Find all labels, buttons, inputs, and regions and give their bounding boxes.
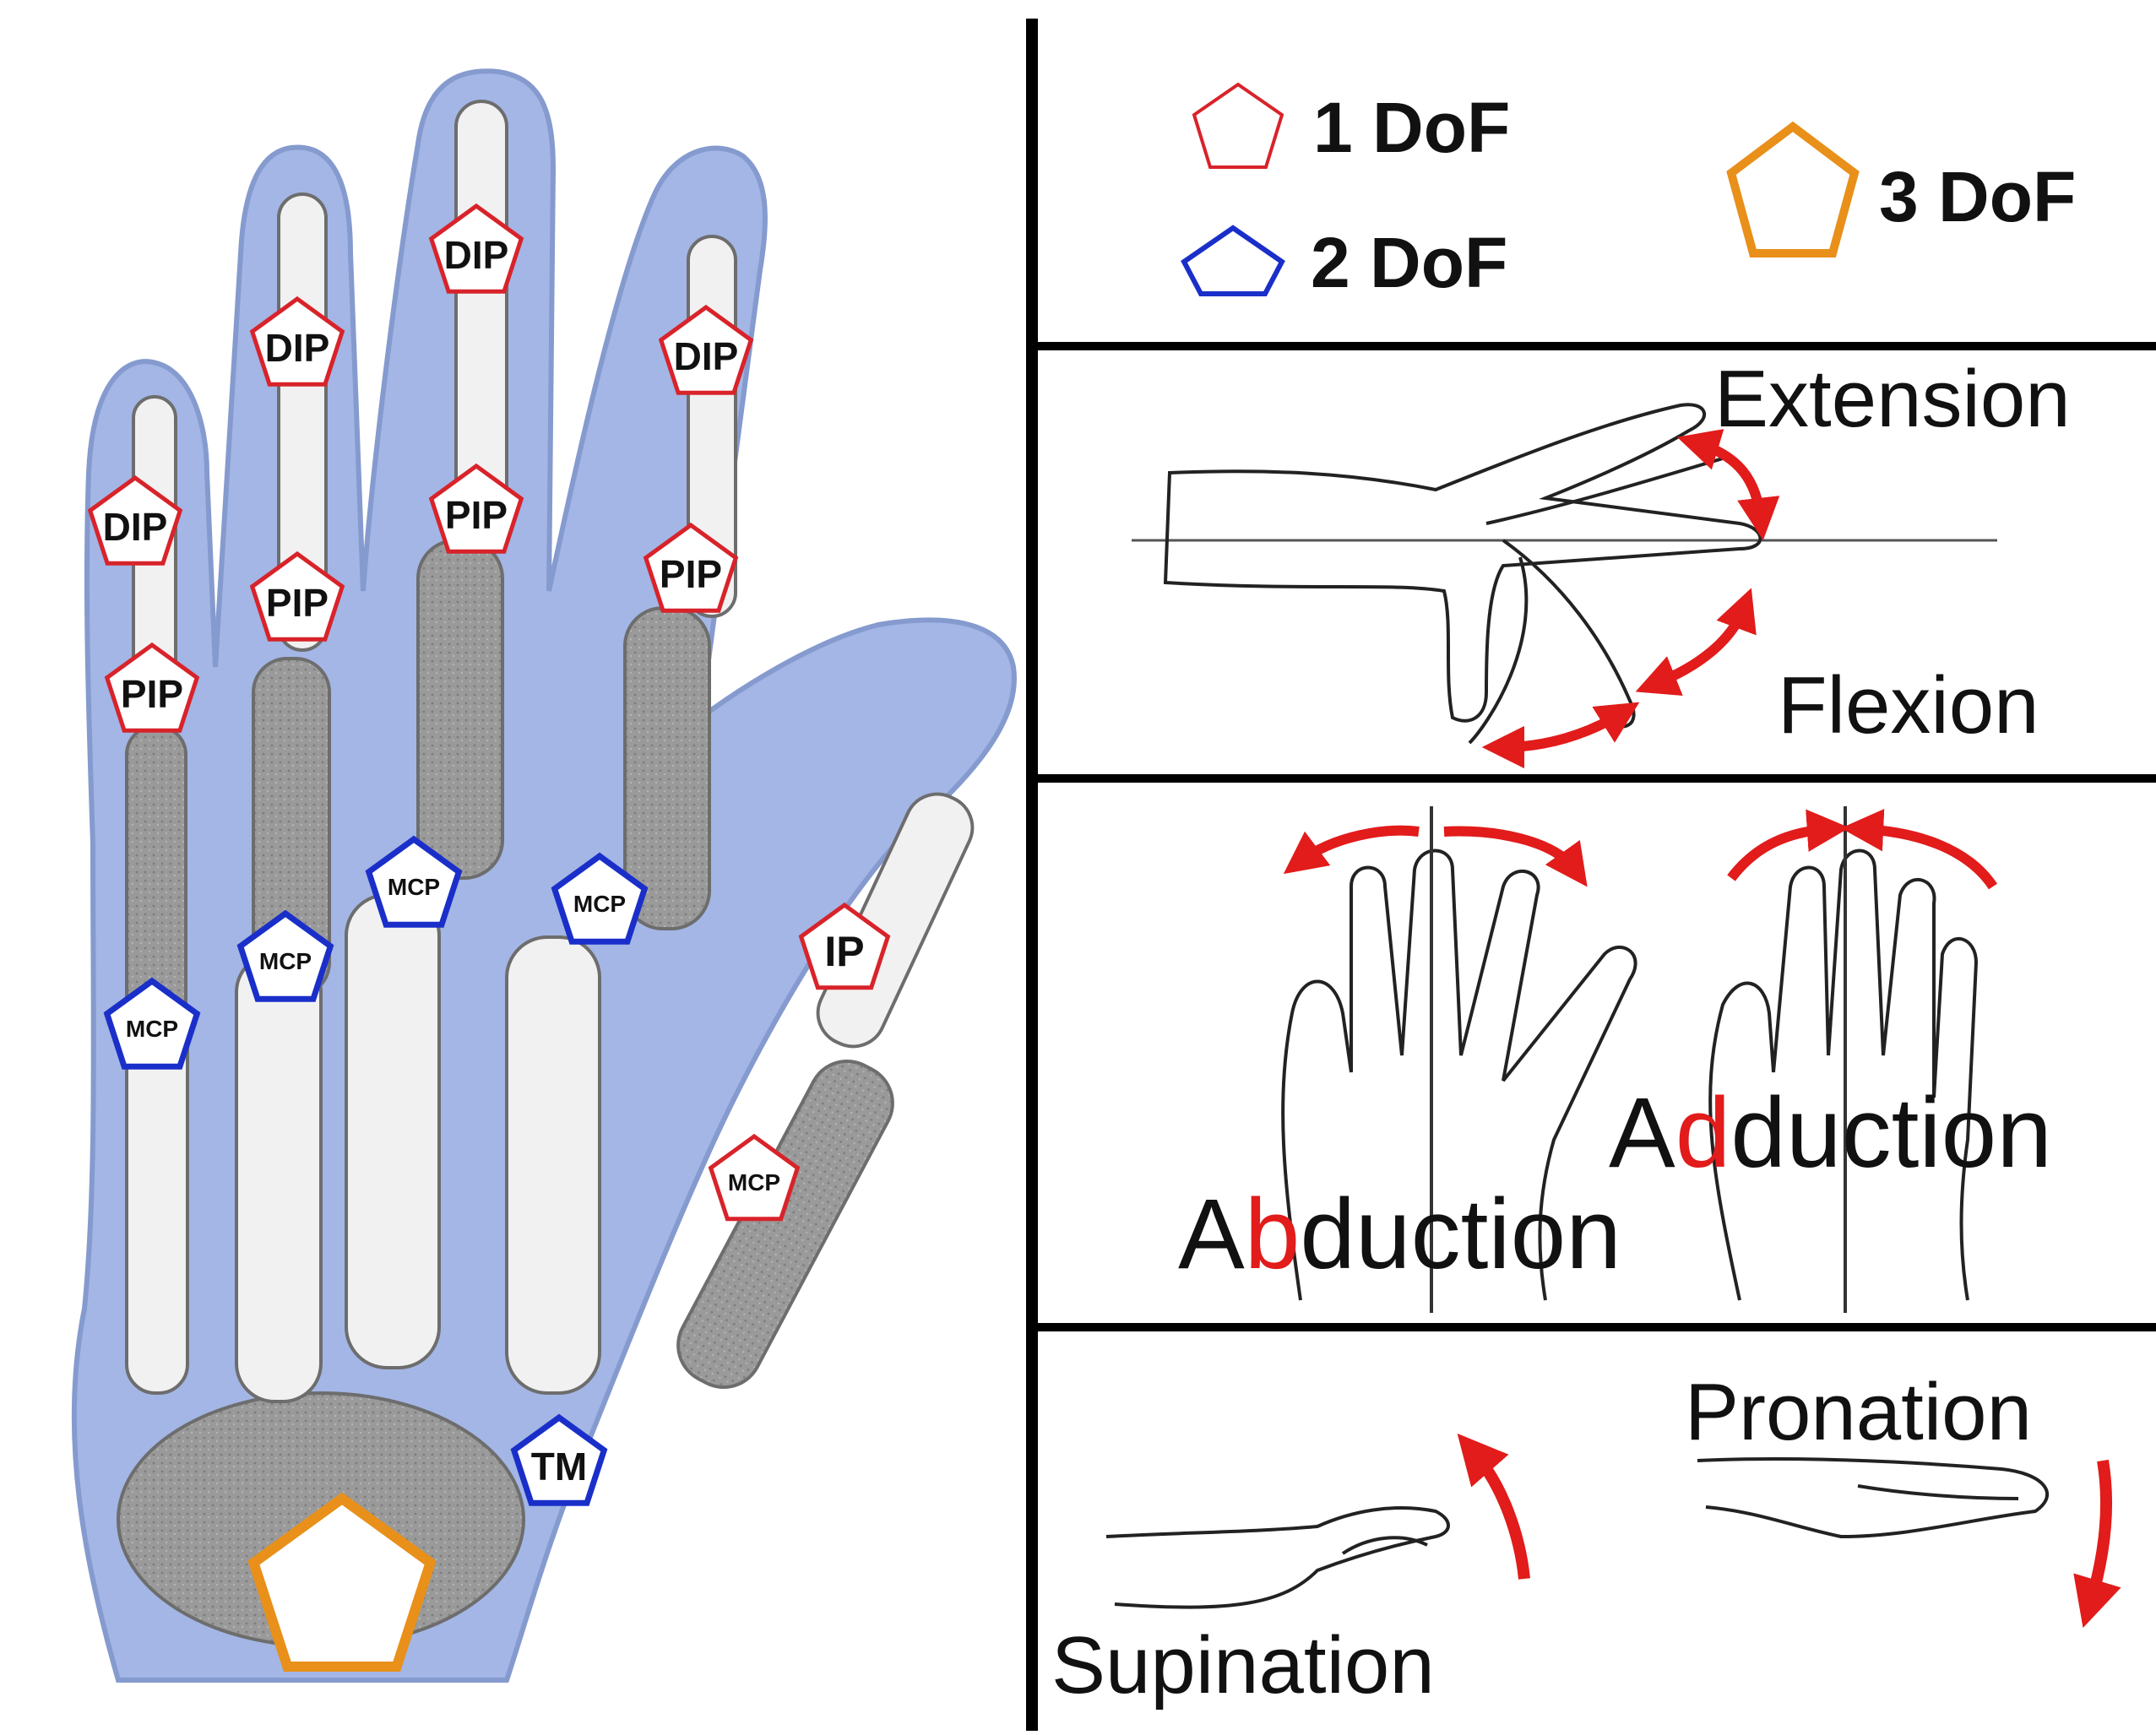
legend-2dof-pentagon: [1181, 225, 1285, 296]
pronation-arrow: [2073, 1459, 2121, 1629]
joint-marker-dip-0: [87, 474, 183, 566]
flexion-arrow-2: [1481, 702, 1640, 769]
joint-label-1: DIP: [265, 326, 330, 370]
joint-label-13: MCP: [728, 1169, 780, 1196]
joint-label-8: MCP: [126, 1016, 178, 1042]
abduction-arrow-left: [1283, 825, 1420, 875]
joint-label-7: PIP: [660, 552, 722, 596]
hand-illustration: DIP DIP DIP DIP PIP PIP PIP PIP MCP MCP MCP MCP IP MC…: [71, 68, 1017, 1683]
joint-label-9: MCP: [259, 948, 312, 974]
joint-marker-wrist-15: [247, 1492, 437, 1672]
joint-label-12: IP: [824, 928, 864, 975]
joint-marker-dip-3: [658, 304, 754, 395]
joint-marker-dip-1: [249, 295, 345, 387]
pronation-hand-sketch: [1697, 1457, 2049, 1539]
legend: 1 DoF 2 DoF 3 DoF: [1181, 82, 2076, 302]
legend-3dof-pentagon: [1726, 121, 1860, 258]
extension-label: Extension: [1714, 354, 2071, 444]
joint-marker-dip-2: [428, 203, 524, 294]
joint-markers: DIP DIP DIP DIP PIP PIP PIP PIP MCP MCP MCP MCP IP MC…: [87, 203, 891, 1672]
supination-arrow: [1457, 1433, 1530, 1580]
abduction-label: Abduction: [1178, 1179, 1621, 1290]
joint-marker-mcp-11: [551, 852, 649, 945]
joint-marker-mcp-8: [103, 977, 201, 1070]
joint-label-6: PIP: [445, 493, 508, 537]
joint-marker-mcp-10: [365, 835, 463, 928]
abduction-arrow-right: [1443, 826, 1588, 887]
flexion-label: Flexion: [1778, 660, 2039, 751]
joint-marker-mcp-9: [236, 909, 334, 1002]
adduction-arrow-left: [1727, 809, 1850, 881]
pronation-supination-panel: Pronation Supination: [1051, 1367, 2121, 1711]
joint-label-3: DIP: [674, 334, 739, 378]
joint-label-10: MCP: [388, 874, 440, 900]
extension-flexion-panel: Extension Flexion: [1132, 354, 2071, 769]
joint-marker-pip-4: [104, 642, 200, 733]
legend-3dof-label: 3 DoF: [1879, 157, 2076, 236]
joint-marker-mcp-13: [708, 1133, 801, 1222]
joint-label-4: PIP: [121, 672, 183, 716]
joint-label-5: PIP: [266, 581, 329, 625]
joint-label-2: DIP: [444, 233, 509, 277]
legend-1dof-label: 1 DoF: [1313, 88, 1510, 167]
extension-arrow: [1676, 429, 1780, 541]
open-hand-sketch: [1281, 849, 1637, 1301]
joint-marker-pip-5: [249, 550, 345, 642]
joint-marker-pip-6: [428, 463, 524, 554]
legend-2dof-label: 2 DoF: [1311, 223, 1507, 302]
legend-1dof-pentagon: [1192, 82, 1284, 169]
joint-marker-tm-14: [510, 1413, 608, 1506]
adduction-arrow-right: [1840, 808, 1997, 890]
joint-marker-ip-12: [798, 902, 891, 990]
adduction-label: Adduction: [1609, 1077, 2052, 1189]
joint-marker-pip-7: [643, 522, 739, 613]
supination-hand-sketch: [1105, 1506, 1450, 1609]
closed-hand-sketch: [1708, 849, 1979, 1301]
hand-side-sketch: [1163, 403, 1762, 745]
flexion-arrow-1: [1635, 588, 1757, 697]
joint-label-14: TM: [531, 1445, 587, 1488]
supination-label: Supination: [1051, 1620, 1435, 1711]
pronation-label: Pronation: [1685, 1367, 2032, 1457]
abduction-adduction-panel: Adduction Abduction: [1178, 806, 2052, 1313]
joint-label-11: MCP: [573, 891, 626, 917]
joint-label-0: DIP: [103, 505, 168, 549]
